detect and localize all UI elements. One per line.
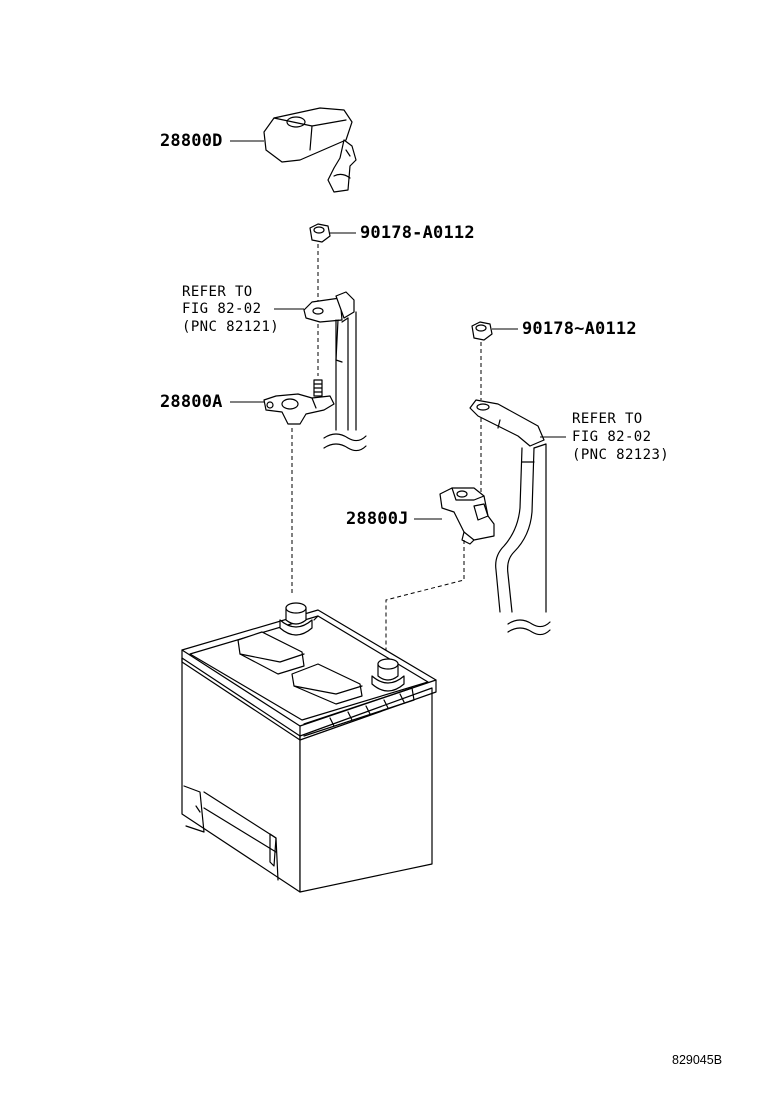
battery-drawing xyxy=(181,602,437,893)
negative-terminal-drawing xyxy=(439,487,495,545)
negative-cable-drawing xyxy=(469,399,551,636)
nut-lower-drawing xyxy=(471,321,493,341)
nut-upper-drawing xyxy=(309,223,331,243)
ref2-line3: (PNC 82123) xyxy=(572,447,670,463)
ref1-line1: REFER TO xyxy=(182,284,253,300)
ref1-line2: FIG 82-02 xyxy=(182,301,262,317)
label-90178-upper: 90178-A0112 xyxy=(360,223,475,243)
stud-bolt-drawing xyxy=(313,379,323,397)
label-28800J: 28800J xyxy=(346,509,409,529)
label-90178-lower: 90178~A0112 xyxy=(522,319,637,339)
drawing-code: 829045B xyxy=(672,1053,723,1067)
terminal-cover-drawing xyxy=(263,107,357,193)
label-28800A: 28800A xyxy=(160,392,223,412)
label-28800D: 28800D xyxy=(160,131,223,151)
ref1-line3: (PNC 82121) xyxy=(182,319,280,335)
ref2-line1: REFER TO xyxy=(572,411,643,427)
positive-cable-drawing xyxy=(303,291,367,452)
positive-terminal-drawing xyxy=(263,393,335,425)
ref2-line2: FIG 82-02 xyxy=(572,429,652,445)
